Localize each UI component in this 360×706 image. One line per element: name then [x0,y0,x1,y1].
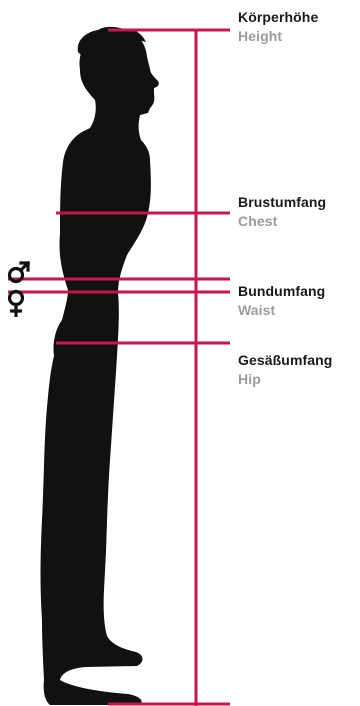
waist-label: Bundumfang Waist [238,282,325,320]
hip-label-de: Gesäßumfang [238,351,332,370]
female-symbol-icon [10,292,23,318]
height-label-en: Height [238,27,318,46]
hip-label-en: Hip [238,370,332,389]
chest-label-de: Brustumfang [238,193,326,212]
height-label-de: Körperhöhe [238,8,318,27]
chest-label-en: Chest [238,212,326,231]
waist-label-en: Waist [238,301,325,320]
waist-label-de: Bundumfang [238,282,325,301]
height-label: Körperhöhe Height [238,8,318,46]
chest-label: Brustumfang Chest [238,193,326,231]
hip-label: Gesäßumfang Hip [238,351,332,389]
human-silhouette [41,30,159,705]
